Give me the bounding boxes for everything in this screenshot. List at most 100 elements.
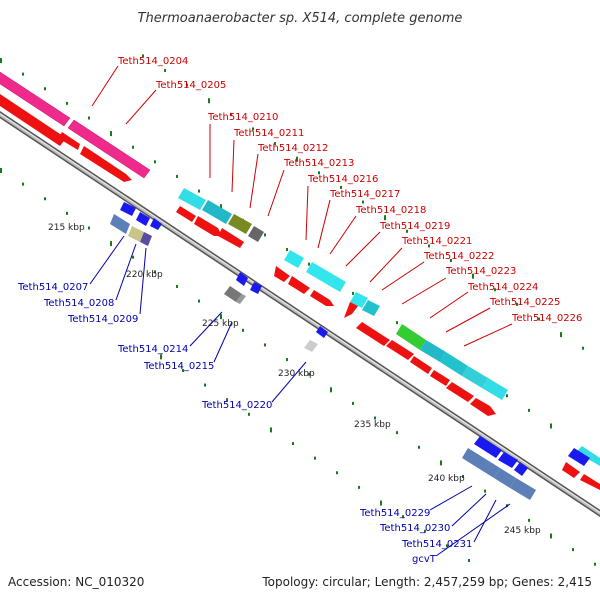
gene-label-teth514-0209[interactable]: Teth514_0209 [67, 314, 138, 325]
forward-gene-block[interactable] [356, 322, 390, 346]
scale-dot [446, 544, 448, 548]
gene-teth514-0225-feature[interactable] [482, 378, 508, 400]
scale-dot [468, 558, 470, 562]
forward-gene-block[interactable] [310, 290, 334, 306]
gene-label-teth514-0213[interactable]: Teth514_0213 [283, 158, 354, 169]
reverse-strand-features[interactable] [110, 202, 590, 500]
forward-gene-block[interactable] [562, 462, 580, 478]
gene-teth514-0208-feature[interactable] [128, 226, 144, 242]
forward-gene-block[interactable] [580, 474, 600, 490]
forward-gene-block[interactable] [410, 356, 432, 374]
forward-gene-block[interactable] [288, 276, 310, 294]
scale-dot [380, 500, 382, 506]
gene-teth514-0220-feature[interactable] [304, 340, 318, 352]
scale-dot [270, 427, 272, 433]
reverse-gene-block[interactable] [514, 462, 528, 476]
gene-label-teth514-0230[interactable]: Teth514_0230 [379, 523, 450, 534]
gene-label-teth514-0211[interactable]: Teth514_0211 [233, 128, 304, 139]
scale-dot [132, 145, 134, 149]
gene-teth514-0204-feature[interactable] [0, 71, 71, 127]
scale-dot [248, 412, 250, 416]
reverse-gene-block[interactable] [474, 436, 502, 458]
forward-gene-block[interactable] [446, 382, 474, 402]
reverse-gene-block[interactable] [236, 272, 248, 286]
gene-teth514-0210-feature[interactable] [178, 188, 206, 210]
scale-dot [160, 354, 162, 360]
gene-teth514-0215-feature[interactable] [236, 294, 246, 304]
gene-teth514-0213-feature[interactable] [248, 226, 264, 242]
gene-teth514-0214-feature[interactable] [224, 286, 242, 302]
gene-teth514-0223-feature[interactable] [440, 352, 468, 376]
gene-label-teth514-0218[interactable]: Teth514_0218 [355, 205, 426, 216]
gene-label-teth514-0229[interactable]: Teth514_0229 [359, 508, 430, 519]
gene-teth514-0217-feature[interactable] [306, 262, 346, 292]
gene-label-teth514-0204[interactable]: Teth514_0204 [117, 56, 188, 67]
scale-dot [88, 226, 90, 230]
gene-label-teth514-0221[interactable]: Teth514_0221 [401, 236, 472, 247]
gene-teth514-0229-feature[interactable] [462, 448, 500, 478]
scale-dot [132, 255, 134, 259]
gene-teth514-0207-feature[interactable] [110, 214, 130, 234]
scale-dot [198, 299, 200, 303]
forward-gene-block[interactable] [0, 94, 66, 146]
scale-dot [472, 273, 474, 279]
reverse-gene-block[interactable] [498, 452, 518, 468]
forward-gene-block[interactable] [386, 340, 414, 360]
gene-label-teth514-0210[interactable]: Teth514_0210 [207, 112, 278, 123]
gene-label-teth514-0207[interactable]: Teth514_0207 [17, 282, 88, 293]
gene-label-teth514-0231[interactable]: Teth514_0231 [401, 539, 472, 550]
forward-gene-block[interactable] [576, 446, 600, 466]
gene-label-teth514-0217[interactable]: Teth514_0217 [329, 189, 400, 200]
gene-label-teth514-0225[interactable]: Teth514_0225 [489, 297, 560, 308]
gene-label-teth514-0220[interactable]: Teth514_0220 [201, 400, 272, 411]
gene-teth514-0224-feature[interactable] [462, 366, 488, 388]
gene-teth514-0230-feature[interactable] [494, 468, 516, 488]
gene-label-teth514-0219[interactable]: Teth514_0219 [379, 221, 450, 232]
reverse-gene-block[interactable] [250, 282, 262, 294]
scale-dot [582, 346, 584, 350]
reverse-gene-block[interactable] [316, 326, 328, 338]
forward-gene-block[interactable] [176, 206, 196, 222]
map-title: Thermoanaerobacter sp. X514, complete ge… [138, 11, 463, 26]
gene-label-teth514-0223[interactable]: Teth514_0223 [445, 266, 516, 277]
scale-dotted-lines [0, 54, 596, 566]
gene-teth514-0219-feature[interactable] [362, 300, 380, 316]
scale-dot [462, 475, 464, 479]
gene-teth514-0205-feature[interactable] [67, 119, 151, 179]
gene-label-teth514-0216[interactable]: Teth514_0216 [307, 174, 378, 185]
gene-label-teth514-0215[interactable]: Teth514_0215 [143, 361, 214, 372]
reverse-gene-block[interactable] [136, 212, 150, 226]
gene-label-teth514-0222[interactable]: Teth514_0222 [423, 251, 494, 262]
gene-label-teth514-0224[interactable]: Teth514_0224 [467, 282, 538, 293]
topology-label: Topology: circular; Length: 2,457,259 bp… [261, 575, 592, 589]
gene-teth514-0221-feature[interactable] [396, 324, 426, 350]
gene-label-teth514-0226[interactable]: Teth514_0226 [511, 313, 582, 324]
gene-teth514-0209-feature[interactable] [140, 232, 152, 246]
forward-gene-block[interactable] [274, 266, 290, 282]
reverse-gene-block[interactable] [150, 218, 162, 230]
forward-gene-block[interactable] [194, 216, 222, 236]
reverse-gene-block[interactable] [568, 448, 590, 466]
gene-label-teth514-0208[interactable]: Teth514_0208 [43, 298, 114, 309]
gene-teth514-0231-feature[interactable] [510, 478, 536, 500]
forward-gene-block[interactable] [430, 370, 450, 386]
forward-gene-block[interactable] [58, 132, 80, 150]
gene-teth514-0216-feature[interactable] [284, 250, 304, 268]
forward-gene-block[interactable] [80, 146, 132, 182]
kbp-label: 215 kbp [48, 223, 85, 233]
gene-teth514-0218-feature[interactable] [350, 292, 368, 308]
gene-teth514-0222-feature[interactable] [420, 340, 446, 362]
gene-teth514-0211-feature[interactable] [202, 200, 232, 224]
forward-strand-features[interactable] [0, 71, 600, 490]
forward-gene-block[interactable] [344, 302, 358, 318]
gene-label-gcvt[interactable]: gcvT [412, 554, 437, 565]
reverse-gene-block[interactable] [120, 202, 136, 216]
scale-dot [362, 200, 364, 204]
forward-gene-block[interactable] [218, 228, 244, 248]
gene-teth514-0212-feature[interactable] [228, 214, 252, 234]
gene-teth514-0226-feature[interactable] [470, 398, 496, 416]
gene-label-teth514-0205[interactable]: Teth514_0205 [155, 80, 226, 91]
gene-label-teth514-0214[interactable]: Teth514_0214 [117, 344, 188, 355]
gene-label-teth514-0212[interactable]: Teth514_0212 [257, 143, 328, 154]
